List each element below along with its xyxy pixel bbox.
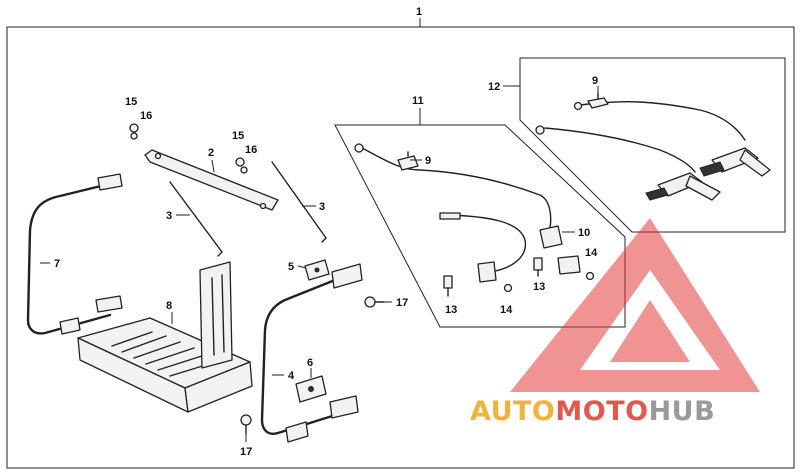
- watermark-logo: AUTOMOTOHUB: [470, 218, 760, 427]
- callout-14-left: 14: [500, 304, 513, 316]
- callout-17-bottom: 17: [240, 446, 252, 458]
- callout-15-left: 15: [125, 96, 137, 108]
- callout-17-right: 17: [396, 297, 408, 309]
- watermark-hub: HUB: [649, 396, 716, 427]
- clip-6: [295, 375, 327, 403]
- svg-text:AUTOMOTOHUB: AUTOMOTOHUB: [470, 396, 715, 427]
- assembly-frame: [6, 26, 795, 469]
- bracket-right: [260, 263, 363, 443]
- leader-2: [211, 159, 215, 173]
- watermark-moto: MOTO: [555, 396, 648, 427]
- callout-16-right: 16: [245, 144, 257, 156]
- callout-5: 5: [288, 261, 294, 273]
- kit-12-panel: [519, 57, 786, 233]
- callout-8: 8: [166, 300, 172, 312]
- booster-cable-set: [535, 92, 771, 201]
- bracket-left: [26, 173, 123, 335]
- callout-14-right: 14: [585, 247, 598, 259]
- nut-washer-left: [129, 123, 139, 140]
- battery-cable-set: [354, 143, 595, 297]
- callout-4: 4: [288, 370, 295, 382]
- clamp-lower: [645, 172, 721, 201]
- callout-6: 6: [307, 357, 313, 369]
- callout-1: 1: [416, 6, 422, 18]
- clamp-upper: [699, 147, 771, 177]
- hold-down-rods: [169, 161, 327, 257]
- hold-down-bar: [144, 149, 279, 211]
- callout-2: 2: [208, 147, 214, 159]
- clip-5: [304, 259, 330, 281]
- leader-5: [297, 265, 307, 269]
- battery-tray: [77, 261, 253, 413]
- callout-11: 11: [412, 95, 424, 107]
- callout-13-right: 13: [533, 281, 545, 293]
- watermark-auto: AUTO: [470, 396, 555, 427]
- callout-10: 10: [578, 227, 590, 239]
- callout-7: 7: [54, 258, 60, 270]
- nut-washer-right: [235, 157, 248, 174]
- callout-9-lower: 9: [425, 155, 431, 167]
- callout-16-left: 16: [140, 110, 152, 122]
- callout-15-right: 15: [232, 130, 244, 142]
- kit-11-panel: [334, 124, 626, 328]
- callout-9-upper: 9: [592, 75, 598, 87]
- bolt-17-bottom: [240, 414, 252, 435]
- callout-12: 12: [488, 81, 500, 93]
- callout-3-right: 3: [319, 201, 325, 213]
- callout-3-left: 3: [166, 210, 172, 222]
- watermark-triangle-mark: [510, 218, 760, 392]
- callout-13-left: 13: [445, 304, 457, 316]
